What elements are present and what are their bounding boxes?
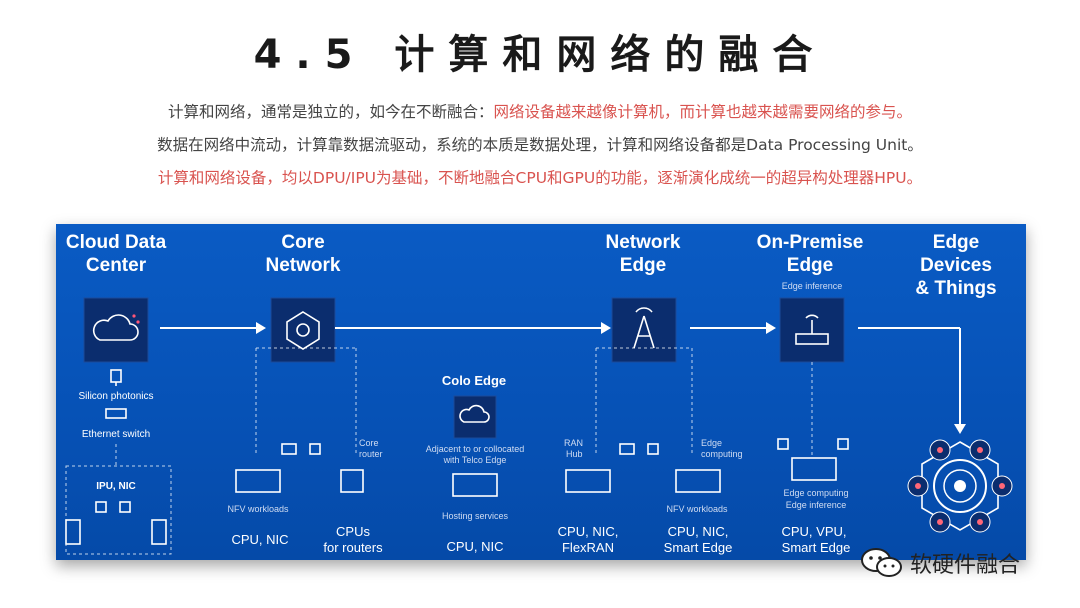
colo-adjacent-label-1: Adjacent to or collocated	[426, 444, 525, 454]
intro-line-2: 数据在网络中流动，计算靠数据流驱动，系统的本质是数据处理，计算和网络设备都是Da…	[157, 136, 923, 154]
colo-header: Colo Edge	[442, 373, 506, 388]
transceiver-icon	[110, 369, 122, 386]
onprem-header-2: Edge	[787, 255, 833, 276]
core-cpus-label-1: CPUs	[336, 524, 370, 539]
server-rack-icon	[565, 469, 721, 493]
netedge-cpu-label-1a: CPU, NIC,	[558, 524, 619, 539]
silicon-photonics-label: Silicon photonics	[78, 391, 153, 402]
core-header-2: Network	[266, 255, 341, 276]
core-header-1: Core	[281, 232, 324, 253]
network-hub-icon	[286, 311, 320, 350]
ethernet-switch-label: Ethernet switch	[82, 429, 150, 440]
onprem-computing-label-1: Edge computing	[783, 488, 848, 498]
server-icon	[65, 519, 167, 545]
cell-tower-icon	[633, 307, 655, 349]
ran-hub-label-1: RAN	[564, 438, 583, 448]
server-rack-icon	[235, 469, 281, 493]
watermark-text: 软硬件融合	[910, 553, 1021, 578]
core-cpus-label-2: for routers	[323, 540, 383, 555]
wechat-icon	[861, 548, 902, 577]
things-header-3: & Things	[915, 278, 996, 299]
things-header-1: Edge	[933, 232, 979, 253]
server-rack-icon	[452, 473, 498, 497]
cloud-server-icon	[459, 404, 490, 423]
edge-computing-label-1: Edge	[701, 438, 722, 448]
ipu-nic-label: IPU, NIC	[96, 481, 135, 492]
colo-cpu-label: CPU, NIC	[446, 539, 503, 554]
router-icon	[340, 469, 364, 493]
ran-hub-label-2: Hub	[566, 449, 583, 459]
netedge-nfv-label: NFV workloads	[666, 504, 728, 514]
core-router-label-2: router	[359, 449, 383, 459]
cloud-icon	[92, 314, 140, 341]
onprem-cpu-label-2: Smart Edge	[782, 540, 851, 555]
netedge-cpu-label-2a: CPU, NIC,	[668, 524, 729, 539]
card-icon	[281, 443, 321, 455]
watermark: 软硬件融合	[860, 545, 1020, 581]
intro-line-1-red: 网络设备越来越像计算机，而计算也越来越需要网络的参与。	[493, 103, 913, 121]
cloud-header-1: Cloud Data	[66, 232, 167, 253]
netedge-cpu-label-2b: Smart Edge	[664, 540, 733, 555]
switch-icon	[105, 408, 127, 419]
things-header-2: Devices	[920, 255, 992, 276]
card-icon	[619, 443, 659, 455]
page-title: 4.5 计算和网络的融合	[253, 32, 827, 78]
chip-icon	[777, 438, 849, 450]
intro-line-3: 计算和网络设备，均以DPU/IPU为基础，不断地融合CPU和GPU的功能，逐渐演…	[157, 169, 923, 187]
edge-diagram: Cloud Data Center Silicon photonics Ethe…	[65, 232, 1013, 555]
core-cpu-label: CPU, NIC	[231, 532, 288, 547]
onprem-computing-label-2: Edge inference	[786, 500, 847, 510]
wifi-router-icon	[795, 314, 829, 345]
server-rack-icon	[791, 457, 837, 481]
cloud-header-2: Center	[86, 255, 147, 276]
hosting-services-label: Hosting services	[442, 511, 509, 521]
core-router-label-1: Core	[359, 438, 379, 448]
edge-diagram-panel: Cloud Data Center Silicon photonics Ethe…	[56, 224, 1026, 560]
onprem-inference-label: Edge inference	[782, 281, 843, 291]
chip-icon	[95, 501, 131, 513]
colo-adjacent-label-2: with Telco Edge	[443, 455, 507, 465]
core-box	[270, 297, 336, 363]
onprem-header-1: On-Premise	[757, 232, 864, 253]
core-nfv-label: NFV workloads	[227, 504, 289, 514]
netedge-header-1: Network	[606, 232, 681, 253]
netedge-cpu-label-1b: FlexRAN	[562, 540, 614, 555]
intro-line-1-dark: 计算和网络，通常是独立的，如今在不断融合：	[167, 103, 494, 121]
intro-line-1: 计算和网络，通常是独立的，如今在不断融合：网络设备越来越像计算机，而计算也越来越…	[0, 100, 1080, 122]
edge-computing-label-2: computing	[701, 449, 743, 459]
iot-devices-icon	[907, 439, 1013, 533]
netedge-header-2: Edge	[620, 255, 666, 276]
onprem-cpu-label-1: CPU, VPU,	[781, 524, 846, 539]
